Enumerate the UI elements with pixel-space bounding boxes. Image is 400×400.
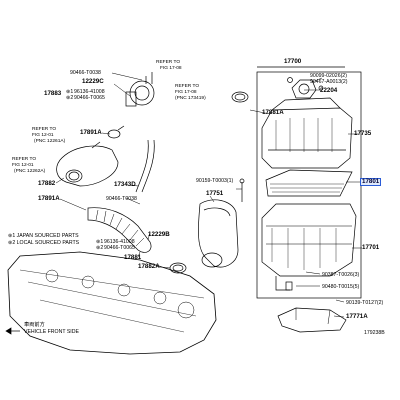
corrugated-hose-17881: [87, 207, 152, 253]
part-label-12229C[interactable]: 12229C: [82, 78, 104, 85]
part-label-17701[interactable]: 17701: [362, 244, 380, 251]
ref-fig-17-a[interactable]: REFER TO: [156, 60, 181, 65]
legend-local-sourced: ⊛2 LOCAL SOURCED PARTS: [8, 240, 80, 246]
part-label-90387[interactable]: 90387-T0026(3): [322, 272, 360, 278]
air-cleaner-case-17701: [261, 203, 357, 291]
vehicle-front-label-jp: 車両前方: [24, 322, 45, 328]
part-label-90467[interactable]: 90467-A0013(2): [310, 79, 348, 85]
clamp-17882A: [169, 262, 187, 274]
leader-lines: [55, 72, 362, 318]
diagram-number: 179238B: [364, 330, 385, 336]
ref-fig-17-b[interactable]: FIG 17-08: [160, 66, 182, 71]
ref-fig-12-b[interactable]: FIG 12-01: [32, 133, 54, 138]
legend-japan-sourced: ⊛1 JAPAN SOURCED PARTS: [8, 233, 79, 239]
ref-pnc-12-b[interactable]: (PNC 12262A): [14, 169, 46, 174]
ref-fig-17-d[interactable]: FIG 17-08: [175, 90, 197, 95]
ref-pnc-12-a[interactable]: (PNC 12261A): [34, 139, 66, 144]
part-label-90466-bottom[interactable]: 90466-T0065: [104, 245, 135, 251]
ref-fig-12-a[interactable]: REFER TO: [32, 127, 57, 132]
part-label-17751[interactable]: 17751: [206, 190, 224, 197]
bracket-17771A: [277, 307, 347, 333]
marker-1-low: ⊛1: [96, 239, 104, 245]
part-label-17771A[interactable]: 17771A: [346, 313, 368, 320]
filter-element-17801: [265, 169, 353, 197]
vehicle-front-arrow: [5, 327, 20, 335]
air-cleaner-cap-17735: [261, 77, 353, 169]
throttle-hose-17883: [125, 72, 155, 107]
part-label-90466-mid[interactable]: 90466-T0065: [74, 95, 105, 101]
ref-fig-12-c[interactable]: REFER TO: [12, 157, 37, 162]
part-label-17883[interactable]: 17883: [44, 90, 62, 97]
clamp-17881A: [231, 91, 249, 103]
part-label-17891A-top[interactable]: 17891A: [80, 129, 102, 136]
part-label-17882A[interactable]: 17882A: [138, 263, 160, 270]
part-label-17881[interactable]: 17881: [124, 254, 142, 261]
ref-fig-17-c[interactable]: REFER TO: [175, 84, 200, 89]
part-label-17700[interactable]: 17700: [284, 58, 302, 65]
part-label-12229B[interactable]: 12229B: [148, 231, 170, 238]
marker-1-top: ⊛1: [66, 89, 74, 95]
part-label-17891A-bottom[interactable]: 17891A: [38, 195, 60, 202]
part-label-90099[interactable]: 90099-02026(2): [310, 73, 347, 79]
intake-tube-17882: [56, 141, 119, 187]
part-label-90480[interactable]: 90480-T0015(5): [322, 284, 360, 290]
part-label-17343D[interactable]: 17343D: [114, 181, 136, 188]
ref-pnc-17[interactable]: (PNC 173419): [175, 96, 206, 101]
inlet-duct-17751: [198, 199, 239, 268]
part-label-22204[interactable]: 22204: [320, 87, 338, 94]
part-label-17881A[interactable]: 17881A: [262, 109, 284, 116]
part-label-96136-top[interactable]: 96136-41008: [74, 89, 105, 95]
part-label-90466-top[interactable]: 90466-T0038: [70, 70, 101, 76]
ref-fig-12-d[interactable]: FIG 12-01: [12, 163, 34, 168]
vehicle-front-label: VEHICLE FRONT SIDE: [24, 329, 79, 335]
part-label-90159[interactable]: 90159-T0003(1): [196, 178, 234, 184]
part-label-17882[interactable]: 17882: [38, 180, 56, 187]
part-label-17801[interactable]: 17801: [360, 178, 382, 186]
hose-17343D: [135, 139, 155, 193]
part-label-90139[interactable]: 90139-T0127(2): [346, 300, 384, 306]
marker-2-low: ⊛2: [96, 245, 104, 251]
marker-2-top: ⊛2: [66, 95, 74, 101]
part-label-90466-low[interactable]: 90466-T0038: [106, 196, 137, 202]
engine-block: [7, 251, 217, 355]
part-label-96136-low[interactable]: 96136-41008: [104, 239, 135, 245]
clamp-17882A-inner: [172, 264, 184, 272]
part-label-17735[interactable]: 17735: [354, 130, 372, 137]
hose-17891A: [107, 125, 125, 139]
